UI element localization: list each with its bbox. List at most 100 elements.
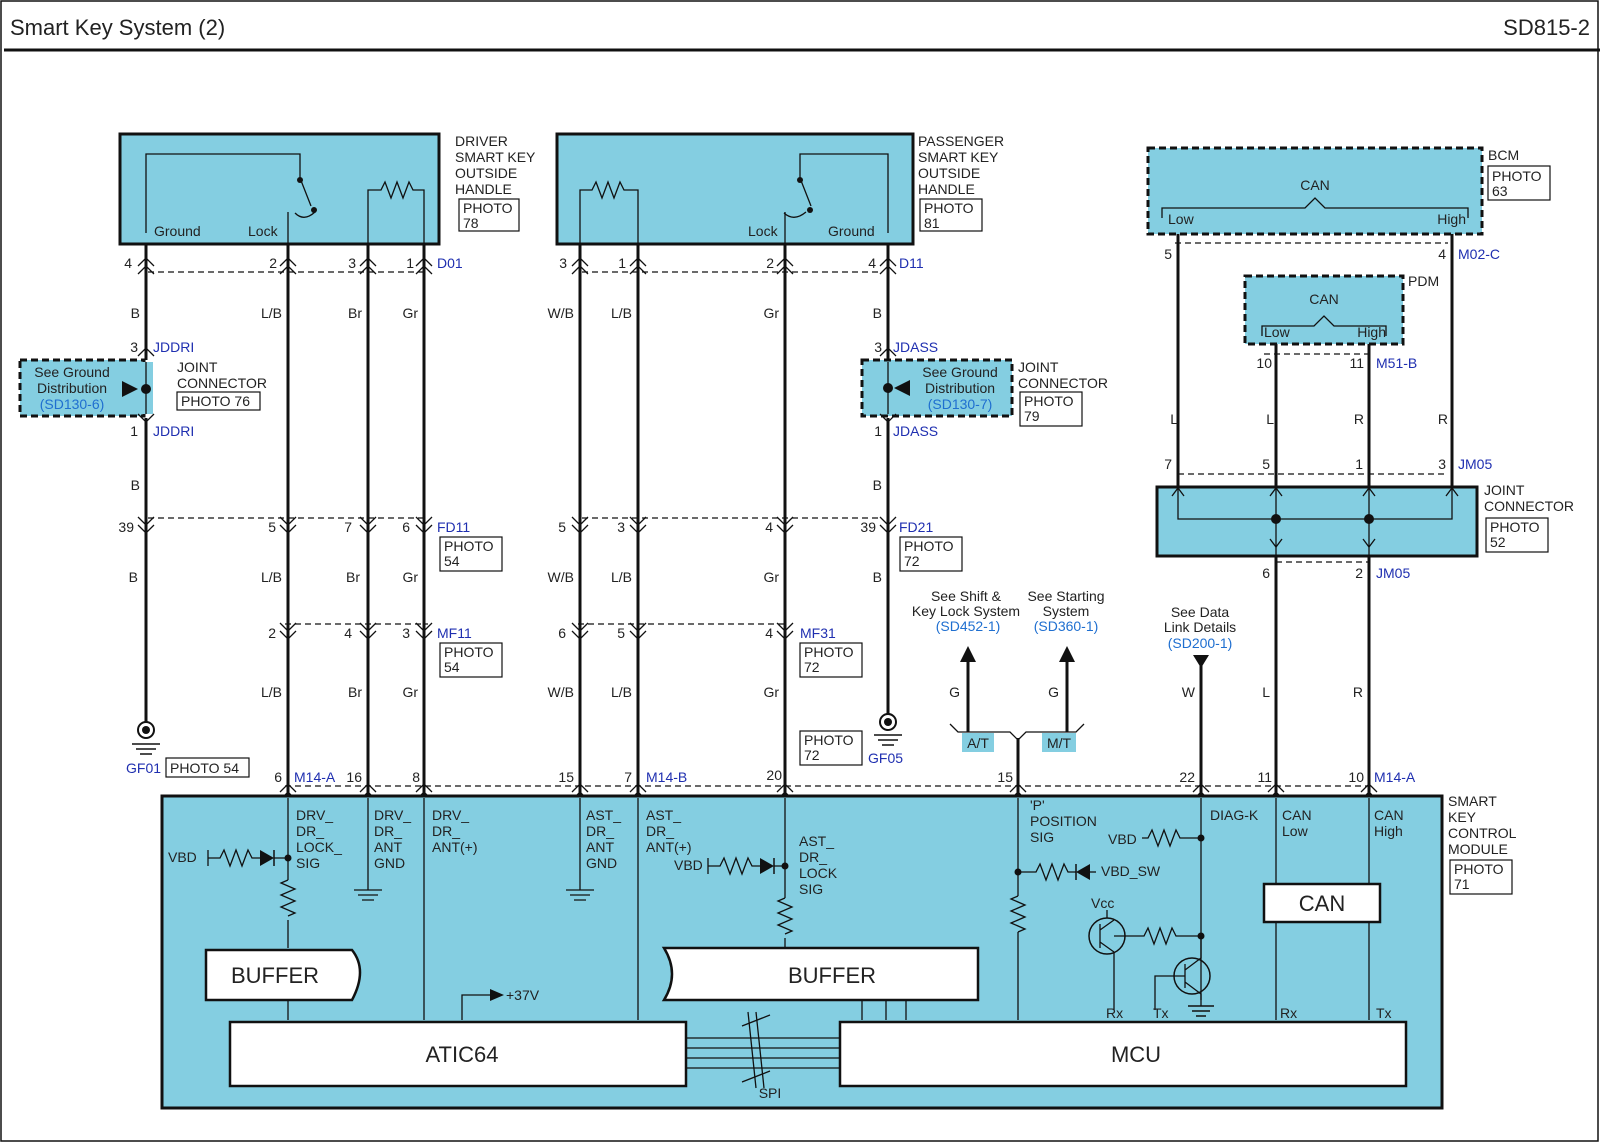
svg-text:5: 5 [558,519,566,535]
svg-text:ANT: ANT [586,839,614,855]
svg-text:15: 15 [558,769,574,785]
svg-text:71: 71 [1454,876,1470,892]
svg-text:Distribution: Distribution [37,380,107,396]
svg-text:W: W [1182,684,1196,700]
svg-text:OUTSIDE: OUTSIDE [918,165,980,181]
svg-text:L: L [1262,684,1270,700]
svg-text:B: B [131,305,140,321]
svg-text:6: 6 [1262,565,1270,581]
svg-text:DR_: DR_ [432,823,460,839]
svg-text:JM05: JM05 [1458,456,1492,472]
svg-text:VBD: VBD [1108,831,1137,847]
svg-text:Lock: Lock [748,223,779,239]
pin-numbers: 4 2 3 1 3 1 2 4 3 1 3 1 39 5 7 6 5 3 4 3… [118,246,1446,785]
svg-text:B: B [873,569,882,585]
svg-text:See Shift &: See Shift & [931,588,1002,604]
svg-text:78: 78 [463,215,479,231]
svg-text:Vcc: Vcc [1091,895,1114,911]
svg-text:(SD452-1): (SD452-1) [936,618,1001,634]
middle-wires [578,244,890,798]
svg-text:See Ground: See Ground [34,364,110,380]
svg-text:Gr: Gr [402,305,418,321]
svg-text:PHOTO: PHOTO [924,200,974,216]
svg-text:CONNECTOR: CONNECTOR [177,375,267,391]
svg-text:DRV_: DRV_ [374,807,411,823]
bcm-module: CAN Low High BCM PHOTO 63 [1146,146,1551,236]
svg-text:CONNECTOR: CONNECTOR [1018,375,1108,391]
reference-notes: See Shift & Key Lock System (SD452-1) Se… [912,588,1236,651]
svg-text:3: 3 [348,255,356,271]
svg-text:SIG: SIG [799,881,823,897]
svg-text:M14-A: M14-A [1374,769,1416,785]
page-title: Smart Key System (2) [10,15,225,40]
svg-text:Rx: Rx [1106,1005,1123,1021]
svg-text:ATIC64: ATIC64 [426,1042,499,1067]
svg-text:L/B: L/B [611,305,632,321]
svg-text:5: 5 [268,519,276,535]
pdm-module: CAN Low High PDM [1243,273,1439,346]
svg-text:Gr: Gr [402,684,418,700]
svg-text:B: B [129,569,138,585]
svg-text:Ground: Ground [154,223,201,239]
svg-text:See Data: See Data [1171,604,1230,620]
svg-text:D11: D11 [899,255,924,271]
svg-text:BUFFER: BUFFER [231,963,319,988]
svg-text:ANT: ANT [374,839,402,855]
svg-text:PHOTO: PHOTO [804,732,854,748]
svg-text:54: 54 [444,553,460,569]
svg-text:Br: Br [348,684,362,700]
connector-ids: D01 D11 JDDRI JDDRI JDASS JDASS FD11 FD2… [126,246,1500,785]
passenger-handle: Lock Ground PASSENGER SMART KEY OUTSIDE … [555,132,1004,246]
mcu-chip [838,1020,1408,1088]
svg-text:PASSENGER: PASSENGER [918,133,1004,149]
svg-text:See Starting: See Starting [1027,588,1104,604]
right-wires [1176,234,1454,798]
svg-text:A/T: A/T [967,735,989,751]
svg-text:3: 3 [617,519,625,535]
svg-text:11: 11 [1349,355,1364,371]
svg-text:CONNECTOR: CONNECTOR [1484,498,1574,514]
wire-color-labels: B L/B Br Gr W/B L/B Gr B B B B L/B Br Gr… [129,305,1448,700]
svg-text:ANT(+): ANT(+) [432,839,478,855]
svg-text:BCM: BCM [1488,147,1519,163]
svg-text:MF11: MF11 [437,625,472,641]
svg-text:FD11: FD11 [437,519,470,535]
svg-text:Distribution: Distribution [925,380,995,396]
svg-text:7: 7 [344,519,352,535]
svg-text:4: 4 [1438,246,1446,262]
svg-text:AST_: AST_ [586,807,621,823]
svg-text:5: 5 [1262,456,1270,472]
svg-text:Low: Low [1168,211,1195,227]
svg-text:Low: Low [1282,823,1309,839]
svg-text:CAN: CAN [1300,177,1330,193]
svg-text:72: 72 [804,747,820,763]
svg-text:W/B: W/B [548,305,574,321]
svg-text:DR_: DR_ [296,823,324,839]
svg-text:VBD: VBD [674,857,703,873]
svg-text:M02-C: M02-C [1458,246,1500,262]
svg-text:10: 10 [1256,355,1272,371]
svg-text:6: 6 [402,519,410,535]
svg-text:PHOTO: PHOTO [1024,393,1074,409]
svg-text:Gr: Gr [763,569,779,585]
svg-text:DRV_: DRV_ [296,807,333,823]
svg-text:DRV_: DRV_ [432,807,469,823]
svg-text:PHOTO: PHOTO [444,538,494,554]
svg-text:CAN: CAN [1309,291,1339,307]
svg-text:SMART KEY: SMART KEY [455,149,536,165]
photo-boxes: PHOTO 54 PHOTO 72 PHOTO 54 PHOTO 72 PHOT… [165,536,963,778]
svg-text:SMART KEY: SMART KEY [918,149,999,165]
svg-text:SPI: SPI [759,1085,782,1101]
svg-text:L: L [1266,411,1274,427]
svg-text:5: 5 [617,625,625,641]
can-block [1262,882,1382,924]
svg-text:System: System [1043,603,1090,619]
svg-text:6: 6 [274,769,282,785]
svg-text:72: 72 [804,659,820,675]
svg-text:KEY: KEY [1448,809,1477,825]
svg-text:10: 10 [1348,769,1364,785]
svg-text:SMART: SMART [1448,793,1497,809]
svg-text:M51-B: M51-B [1376,355,1417,371]
svg-text:20: 20 [766,767,782,783]
